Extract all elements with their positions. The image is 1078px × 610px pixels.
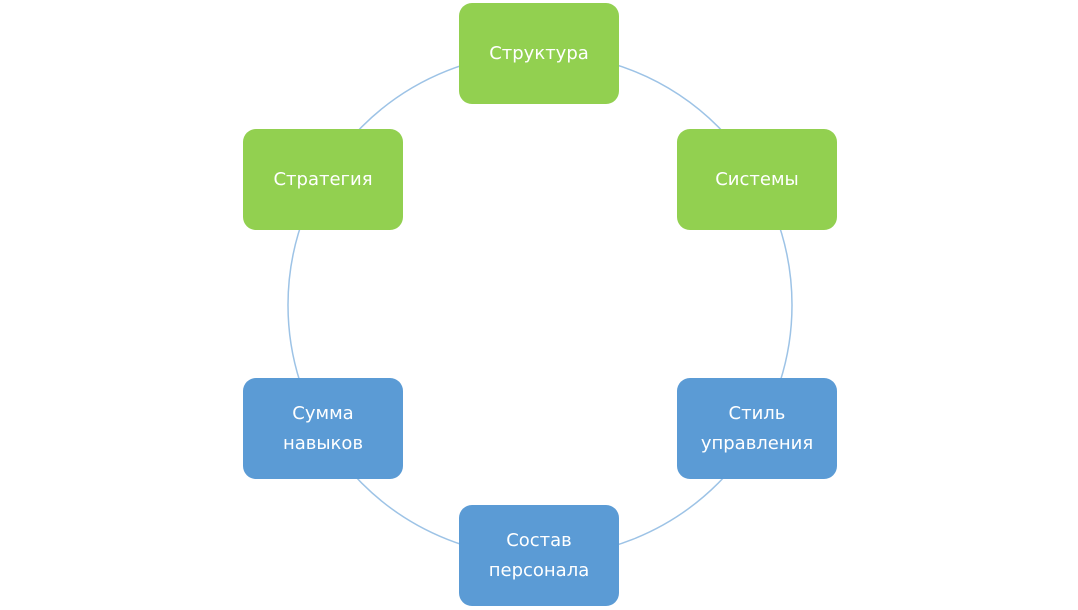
node-label-line1: Стиль	[728, 402, 786, 424]
node-strategy: Стратегия	[243, 129, 403, 230]
node-label-line1: Состав	[506, 529, 572, 551]
node-management-style: Стиль управления	[677, 378, 837, 479]
node-staff: Состав персонала	[459, 505, 619, 606]
node-systems: Системы	[677, 129, 837, 230]
node-label: Стратегия	[273, 168, 373, 190]
node-label-line2: персонала	[488, 559, 590, 581]
node-label-line2: навыков	[282, 432, 364, 454]
node-label: Системы	[715, 168, 799, 190]
node-label-line2: управления	[700, 432, 814, 454]
node-label: Структура	[489, 42, 589, 64]
node-label-line1: Сумма	[292, 402, 354, 424]
node-structure: Структура	[459, 3, 619, 104]
node-skills: Сумма навыков	[243, 378, 403, 479]
